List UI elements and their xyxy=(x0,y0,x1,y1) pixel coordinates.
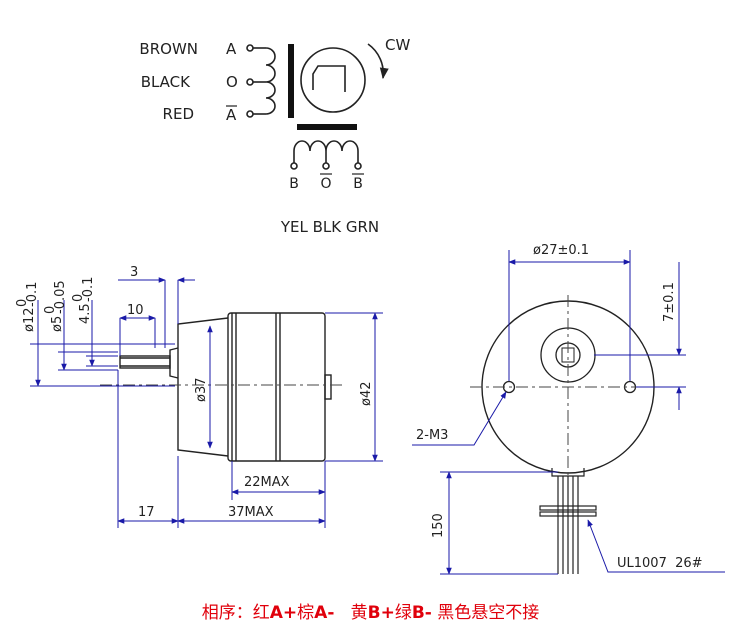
svg-text:ø12: ø12 xyxy=(22,308,37,333)
dim-d42: ø42 xyxy=(359,382,374,407)
rotor-symbol xyxy=(312,65,346,92)
terminal-a-bar-label: A xyxy=(226,106,237,124)
front-view: ø27±0.1 7±0.1 2-M3 150 UL1007 26# xyxy=(412,243,725,575)
motor-drawing: BROWN BLACK RED A O A CW xyxy=(15,36,725,575)
terminal-b-label: B xyxy=(289,176,299,192)
bottom-colors-label: YEL BLK GRN xyxy=(280,218,379,236)
svg-text:4.5: 4.5 xyxy=(78,303,93,324)
dim-holes: 2-M3 xyxy=(416,428,448,443)
dim-lead-length: 150 xyxy=(431,513,446,538)
coil-a-core xyxy=(288,44,294,118)
dim-h7: 7±0.1 xyxy=(662,282,677,322)
dim-h45: 4.5 0 -0.1 xyxy=(71,277,96,324)
terminal-b-bar-label: B xyxy=(353,176,363,192)
svg-text:-0.1: -0.1 xyxy=(25,282,40,307)
dim-d37: ø37 xyxy=(194,378,209,403)
svg-text:-0.1: -0.1 xyxy=(81,277,96,302)
cw-label: CW xyxy=(385,36,410,54)
cw-arrow xyxy=(367,43,389,80)
dim-d27: ø27±0.1 xyxy=(533,243,589,258)
wire-black-label: BLACK xyxy=(141,73,191,91)
coil-b-core xyxy=(297,124,357,130)
svg-text:0: 0 xyxy=(15,299,30,307)
lead-wires xyxy=(539,468,597,574)
dim-len37: 37MAX xyxy=(228,505,274,520)
rotor-circle xyxy=(300,47,366,113)
wiring-schematic: BROWN BLACK RED A O A CW xyxy=(139,36,410,236)
dim-d5: ø5 0 -0.05 xyxy=(43,280,68,332)
dim-d12: ø12 0 -0.1 xyxy=(15,282,40,332)
coil-a xyxy=(246,44,276,118)
side-view: ø12 0 -0.1 ø5 0 -0.05 4.5 0 -0.1 3 10 ø3… xyxy=(15,265,383,528)
svg-text:ø5: ø5 xyxy=(50,316,65,332)
svg-text:0: 0 xyxy=(71,294,86,302)
dim-len3: 3 xyxy=(130,265,138,280)
dim-len10: 10 xyxy=(127,303,144,318)
dim-len22: 22MAX xyxy=(244,475,290,490)
terminal-o2-label: O xyxy=(320,176,331,192)
svg-text:-0.05: -0.05 xyxy=(53,280,68,314)
phase-sequence-note: 相序：红A+棕A- 黄B+绿B- 黑色悬空不接 xyxy=(201,603,540,623)
svg-text:0: 0 xyxy=(43,306,58,314)
wire-brown-label: BROWN xyxy=(139,40,198,58)
dim-len17: 17 xyxy=(138,505,155,520)
dim-wire-spec: UL1007 26# xyxy=(617,556,703,571)
wire-red-label: RED xyxy=(163,105,194,123)
terminal-o-label: O xyxy=(226,73,238,91)
terminal-a-label: A xyxy=(226,40,237,58)
coil-b xyxy=(290,140,362,170)
